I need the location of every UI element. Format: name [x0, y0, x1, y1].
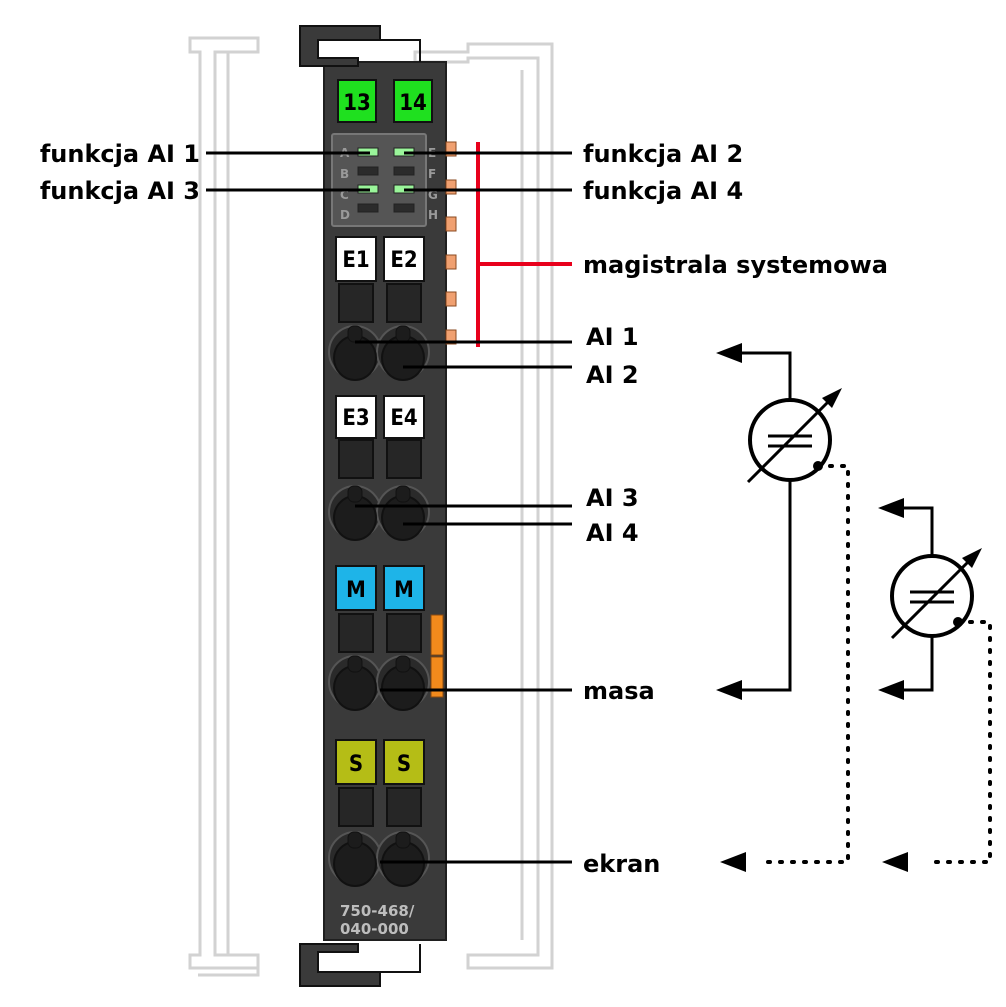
marker-e3-label: E3: [342, 406, 369, 431]
marker-m1: [335, 565, 377, 611]
push-button-m2: [386, 613, 422, 653]
push-button-e4: [386, 439, 422, 479]
led-h: [393, 203, 415, 213]
power-contact-upper: [430, 614, 444, 656]
marker-s1: [335, 739, 377, 785]
marker-e2-label: E2: [390, 248, 417, 273]
bus-contacts: [445, 141, 457, 345]
din-rail-outline: [188, 36, 554, 977]
marker-m1-label: M: [346, 578, 366, 603]
led-letter-g: G: [428, 188, 438, 202]
clamp-pair-3: [328, 655, 430, 711]
arrow-ground-left-1: [716, 680, 742, 700]
label-fn-ai1: funkcja AI 1: [40, 140, 200, 168]
power-contact-lower: [430, 656, 444, 698]
push-button-m1: [338, 613, 374, 653]
led-b: [357, 166, 379, 176]
clamp-pair-1: [328, 325, 430, 381]
push-button-e3: [338, 439, 374, 479]
slot-13-label: 13: [343, 91, 371, 116]
led-d: [357, 203, 379, 213]
arrow-ai-left-2: [878, 498, 904, 518]
leader-lines: [206, 151, 572, 864]
label-ai4: AI 4: [586, 519, 639, 547]
clamp-pair-4: [328, 831, 430, 887]
push-button-e2: [386, 283, 422, 323]
label-system-bus: magistrala systemowa: [583, 251, 888, 279]
marker-m2-label: M: [394, 578, 414, 603]
label-ai2: AI 2: [586, 361, 639, 389]
label-ground: masa: [583, 677, 655, 705]
arrow-ground-left-2: [878, 680, 904, 700]
label-ai3: AI 3: [586, 484, 639, 512]
slot-14-label: 14: [399, 91, 427, 116]
label-fn-ai2: funkcja AI 2: [583, 140, 743, 168]
led-panel: [331, 133, 427, 227]
marker-e2: [383, 236, 425, 282]
bottom-clip: [299, 943, 381, 987]
variable-sensor-1-icon: [746, 388, 842, 484]
label-shield: ekran: [583, 850, 660, 878]
sensor-1-wiring: [738, 351, 850, 864]
marker-s1-label: S: [349, 752, 363, 777]
label-fn-ai4: funkcja AI 4: [583, 177, 743, 205]
push-button-e1: [338, 283, 374, 323]
marker-e4: [383, 395, 425, 439]
arrow-ai-left-1: [716, 343, 742, 363]
system-bus-bracket: [476, 142, 572, 347]
marker-e3: [335, 395, 377, 439]
arrow-shield-left-1: [720, 852, 746, 872]
label-fn-ai3: funkcja AI 3: [40, 177, 200, 205]
sensor-2-wiring: [900, 506, 992, 864]
marker-m2: [383, 565, 425, 611]
io-module: 13 14 A B C D E F G H E1 E2: [299, 25, 457, 987]
slot-14-box: [393, 79, 433, 123]
model-number-line2: 040-000: [340, 920, 409, 938]
marker-e1-label: E1: [342, 248, 369, 273]
push-button-s2: [386, 787, 422, 827]
variable-sensor-2-icon: [890, 548, 982, 640]
led-letter-c: C: [340, 188, 349, 202]
led-letter-d: D: [340, 208, 350, 222]
push-button-s1: [338, 787, 374, 827]
arrow-shield-left-2: [882, 852, 908, 872]
model-number-line1: 750-468/: [340, 902, 415, 920]
top-clip: [299, 25, 381, 67]
led-f: [393, 166, 415, 176]
led-letter-b: B: [340, 167, 349, 181]
marker-e4-label: E4: [390, 406, 417, 431]
slot-13-box: [337, 79, 377, 123]
marker-s2-label: S: [397, 752, 411, 777]
led-letter-f: F: [428, 167, 436, 181]
marker-e1: [335, 236, 377, 282]
label-ai1: AI 1: [586, 323, 639, 351]
marker-s2: [383, 739, 425, 785]
led-letter-h: H: [428, 208, 438, 222]
